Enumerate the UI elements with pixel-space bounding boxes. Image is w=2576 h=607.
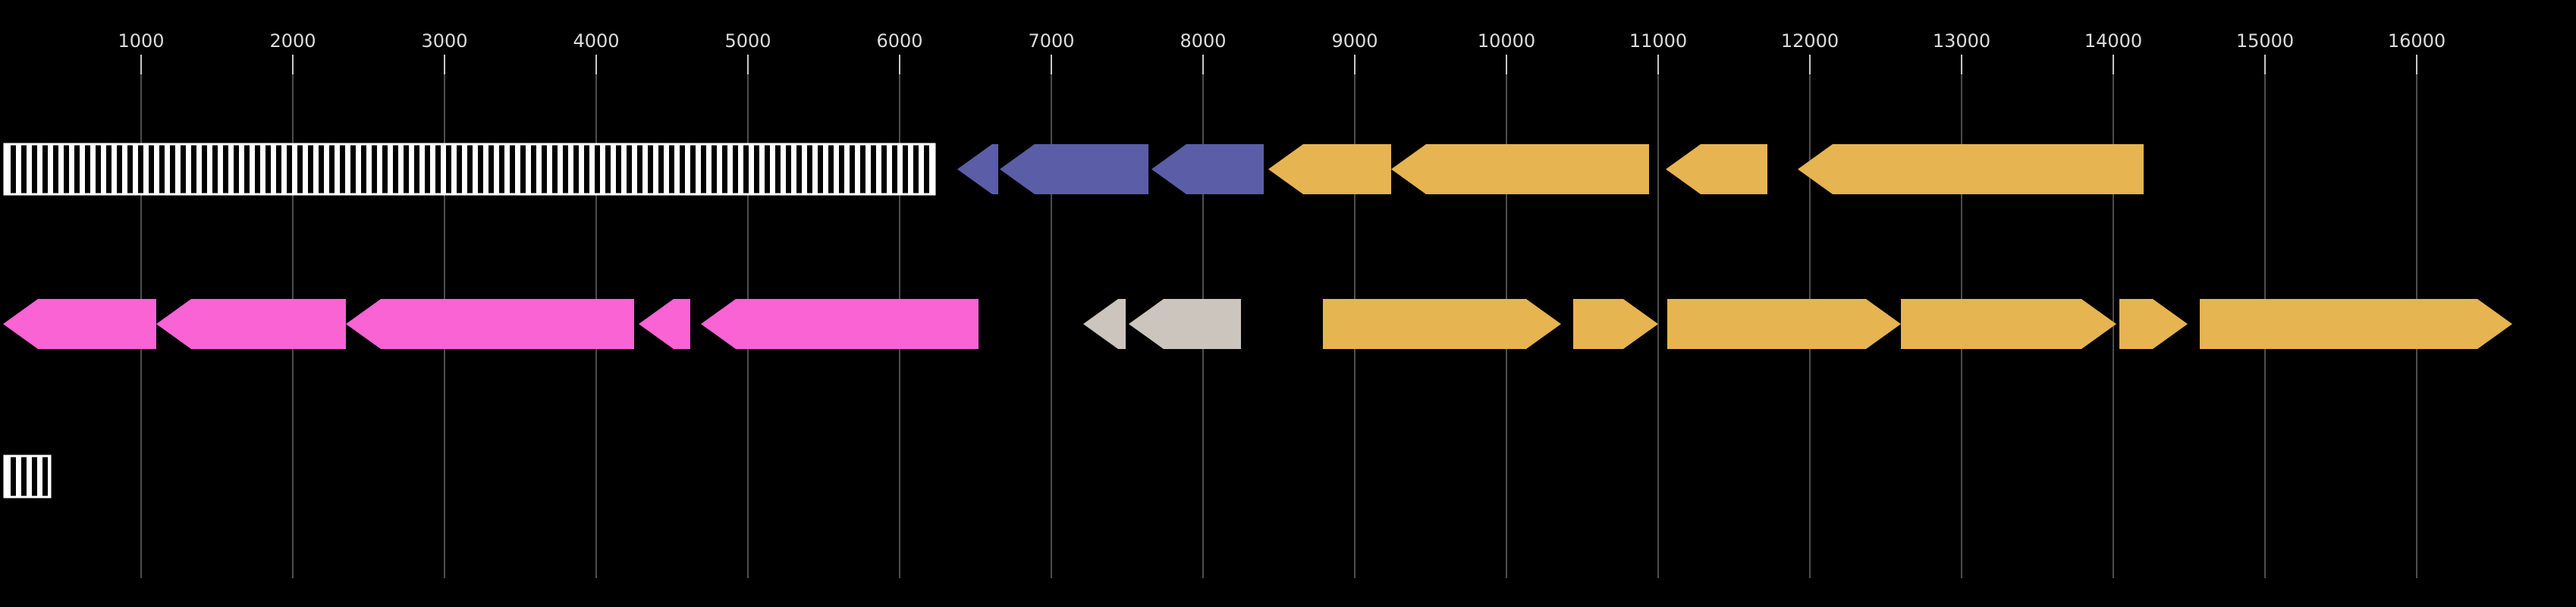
feature-arrow-t2f8 [1323,299,1561,349]
feature-arrow-t1f2 [957,144,998,194]
feature-arrow-t2f6 [1083,299,1126,349]
feature-arrow-t2f7 [1129,299,1241,349]
feature-arrow-t2f10 [1667,299,1901,349]
feature-arrow-t2f13 [2200,299,2512,349]
feature-arrow-t2f11 [1901,299,2116,349]
feature-hatched-t1f1 [3,143,936,196]
ruler-tick-label-2000: 2000 [269,30,316,52]
feature-arrow-t2f12 [2119,299,2188,349]
ruler-tick-label-1000: 1000 [118,30,164,52]
ruler-tick-label-3000: 3000 [421,30,467,52]
feature-arrow-t2f4 [639,299,690,349]
feature-arrow-t1f3 [1000,144,1148,194]
feature-arrow-t2f3 [346,299,634,349]
ruler-tick-label-13000: 13000 [1933,30,1990,52]
feature-arrow-t1f8 [1798,144,2144,194]
feature-arrow-t1f5 [1268,144,1391,194]
ruler-tick-label-10000: 10000 [1478,30,1535,52]
ruler-tick-label-9000: 9000 [1331,30,1378,52]
ruler-tick-label-11000: 11000 [1629,30,1687,52]
ruler-tick-label-4000: 4000 [573,30,619,52]
ruler-tick-label-6000: 6000 [876,30,922,52]
ruler-tick-label-7000: 7000 [1028,30,1074,52]
ruler-tick-label-14000: 14000 [2084,30,2142,52]
feature-arrow-t2f9 [1573,299,1658,349]
feature-arrow-t2f1 [3,299,156,349]
feature-arrow-t1f7 [1666,144,1767,194]
ruler-tick-label-5000: 5000 [724,30,771,52]
ruler-tick-label-15000: 15000 [2236,30,2294,52]
feature-hatched-t3f1 [3,454,52,498]
ruler-tick-label-16000: 16000 [2388,30,2446,52]
feature-arrow-t1f4 [1151,144,1264,194]
feature-arrow-t2f2 [156,299,346,349]
feature-arrow-t1f6 [1391,144,1649,194]
feature-arrow-t2f5 [701,299,979,349]
ruler-tick-label-8000: 8000 [1180,30,1226,52]
ruler-tick-label-12000: 12000 [1781,30,1839,52]
